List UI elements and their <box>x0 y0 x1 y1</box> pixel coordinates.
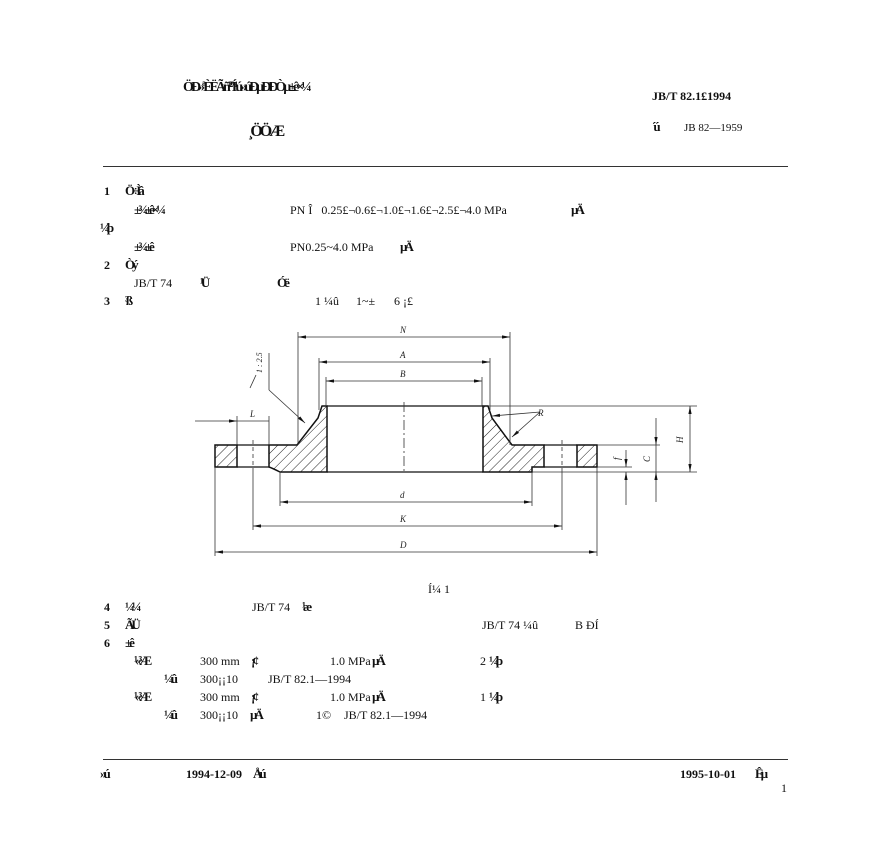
dim-label-a: A <box>399 350 406 360</box>
standard-number: JB/T 82.1£­1994 <box>652 89 732 103</box>
issued-prefix: »ú <box>100 766 111 781</box>
text: 1© <box>316 708 332 722</box>
replaces-standard: JB 82—1959 <box>684 122 743 134</box>
text: ¡¢ <box>251 689 259 704</box>
flange-right-rim <box>576 444 598 468</box>
text: 300 mm <box>200 654 240 668</box>
text: µÄ <box>400 239 414 254</box>
doc-subtitle: ¸ÖÖÆ <box>248 123 285 140</box>
text: 6 ¡£ <box>394 294 413 308</box>
text: Óë <box>277 275 290 290</box>
text: ¹«³Æ <box>134 689 152 704</box>
text: ¼þ <box>489 653 503 668</box>
text: ±¾±ê <box>134 239 155 254</box>
text: 1 ¼û <box>315 294 339 308</box>
section-number: 2 <box>104 258 110 272</box>
figure-caption: Í¼ 1 <box>428 582 450 596</box>
dim-label-h: H <box>675 436 685 444</box>
section-heading: Òý <box>125 257 139 272</box>
taper-label: 1 : 2.5 <box>255 352 264 373</box>
section-number: 1 <box>104 184 110 198</box>
text: JB/T 74 <box>252 600 291 614</box>
text: µÄ <box>571 202 585 217</box>
text: ¼û <box>164 707 178 722</box>
section-number: 5 <box>104 618 110 632</box>
text: JB/T 82.1—1994 <box>268 672 352 686</box>
text: 1 <box>480 690 486 704</box>
text: JB/T 74 <box>134 276 173 290</box>
dim-label-c: C <box>642 455 652 462</box>
section-number: 3 <box>104 294 110 308</box>
text: 1.0 MPa <box>330 654 371 668</box>
section-heading: ±ê <box>125 635 135 650</box>
section-heading: Ö÷Ìâ <box>125 183 145 198</box>
text: µÄ <box>372 689 386 704</box>
text: 300 mm <box>200 690 240 704</box>
text: ±¾±ê×¼ <box>134 202 166 217</box>
dim-label-d-outer: D <box>399 540 407 550</box>
hub-left-section <box>268 405 328 473</box>
text: ¼û <box>164 671 178 686</box>
dim-label-l: L <box>249 409 255 419</box>
dim-label-k: K <box>399 514 407 524</box>
text: ¹«³Æ <box>134 653 152 668</box>
text: ¹æ <box>302 599 312 614</box>
issued-suffix: Åú <box>253 766 267 781</box>
text: 1.0 MPa <box>330 690 371 704</box>
dim-label-n: N <box>399 325 407 335</box>
text: 2 <box>480 654 486 668</box>
text: µÄ <box>372 653 386 668</box>
text: PN0.25~4.0 MPa <box>290 240 374 254</box>
footer-divider <box>103 759 788 760</box>
header-divider <box>103 166 788 167</box>
text: JB/T 82.1—1994 <box>344 708 428 722</box>
text: ¼þ <box>100 220 114 235</box>
flange-left-rim <box>214 444 238 468</box>
doc-title: ÖÐ»ªÈËÃñ¹²ºÍ¹ú»úÐµÐÐÒµ±ê×¼ <box>183 80 312 95</box>
replaces-prefix: ´ú <box>652 119 660 134</box>
text: JB/T 74 ¼û <box>482 618 539 632</box>
dim-label-r: R <box>537 408 544 418</box>
text: PN Î 0.25£¬0.6£¬1.0£¬1.6£¬2.5£¬4.0 MPa <box>290 203 507 217</box>
dim-label-d: d <box>400 490 405 500</box>
text: ¼þ <box>489 689 503 704</box>
section-number: 4 <box>104 600 110 614</box>
section-heading: ¼¼ <box>125 599 141 614</box>
hub-right-section <box>482 405 545 473</box>
section-heading: ³ß <box>125 293 133 308</box>
text: 300¡¡10 <box>200 708 238 722</box>
page-number: 1 <box>781 781 787 795</box>
dim-label-b: B <box>400 369 406 379</box>
text: 300¡¡10 <box>200 672 238 686</box>
text: 1~± <box>356 294 376 308</box>
effective-date: 1995-10-01 <box>680 767 736 781</box>
text: ¹Ü <box>200 275 210 290</box>
text: ¡¢ <box>251 653 259 668</box>
text: B ÐÍ <box>575 618 599 632</box>
text: µÄ <box>250 707 264 722</box>
section-heading: ÃÜ <box>125 617 141 632</box>
effective-suffix: Êµ <box>755 766 768 781</box>
section-number: 6 <box>104 636 110 650</box>
issued-date: 1994-12-09 <box>186 767 242 781</box>
dim-label-f: f <box>612 456 622 460</box>
